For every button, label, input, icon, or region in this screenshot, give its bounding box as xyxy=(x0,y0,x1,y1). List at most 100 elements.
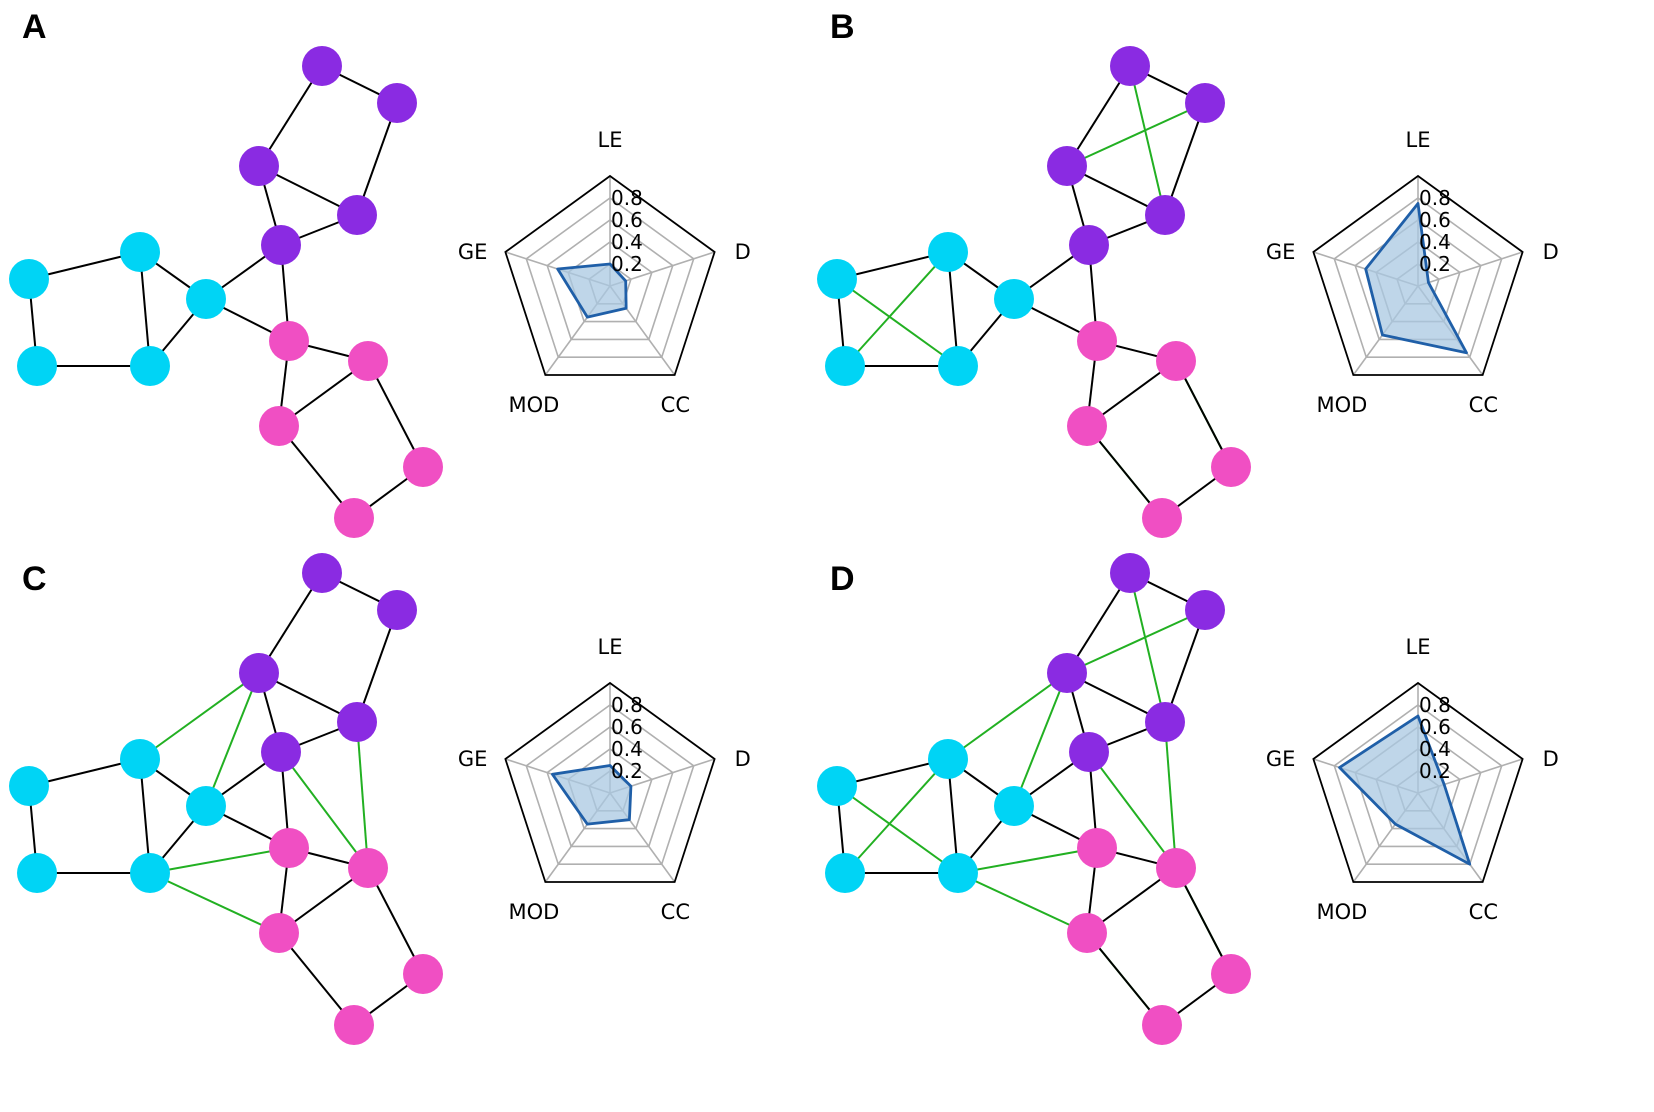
radar-series-b xyxy=(1364,202,1468,355)
radar-grid-ring xyxy=(525,197,695,358)
node-purple xyxy=(302,553,342,593)
panel-label-b: B xyxy=(830,8,855,46)
node-purple xyxy=(1069,225,1109,265)
node-cyan xyxy=(938,346,978,386)
node-purple xyxy=(1047,653,1087,693)
radar-axis-label-ge: GE xyxy=(458,747,488,771)
radar-spoke xyxy=(609,251,715,287)
radar-tick-label: 0.6 xyxy=(1419,208,1451,232)
node-cyan xyxy=(9,259,49,299)
node-purple xyxy=(1145,702,1185,742)
node-cyan xyxy=(938,853,978,893)
added-edge xyxy=(1129,65,1166,216)
radar-axis-label-mod: MOD xyxy=(509,393,560,417)
panel-label-a: A xyxy=(22,8,47,46)
added-edge xyxy=(1088,751,1177,869)
node-purple xyxy=(1047,146,1087,186)
radar-axis-label-mod: MOD xyxy=(1317,393,1368,417)
node-pink xyxy=(1156,341,1196,381)
node-pink xyxy=(334,1005,374,1045)
node-pink xyxy=(269,828,309,868)
added-edge xyxy=(149,872,280,934)
node-pink xyxy=(1142,1005,1182,1045)
radar-axis-label-cc: CC xyxy=(661,900,690,924)
node-cyan xyxy=(817,766,857,806)
node-purple xyxy=(337,195,377,235)
radar-axis-label-le: LE xyxy=(598,128,623,152)
node-purple xyxy=(1110,46,1150,86)
radar-axis-label-le: LE xyxy=(1406,635,1431,659)
radar-frame xyxy=(1312,681,1524,883)
radar-tick-label: 0.2 xyxy=(611,759,643,783)
radar-tick-label: 0.4 xyxy=(611,737,643,761)
node-pink xyxy=(403,954,443,994)
radar-tick-label: 0.2 xyxy=(1419,759,1451,783)
radar-grid-ring xyxy=(525,704,695,865)
added-edge xyxy=(957,872,1088,934)
network-graph-a xyxy=(9,46,443,538)
radar-grid-ring xyxy=(546,726,674,848)
radar-series-c xyxy=(551,764,633,826)
radar-tick-label: 0.8 xyxy=(611,186,643,210)
added-edge xyxy=(1066,102,1206,167)
node-purple xyxy=(261,225,301,265)
radar-frame xyxy=(504,174,716,376)
node-cyan xyxy=(186,786,226,826)
added-edge xyxy=(844,758,949,874)
node-pink xyxy=(1067,406,1107,446)
radar-tick-label: 0.8 xyxy=(1419,186,1451,210)
node-cyan xyxy=(928,232,968,272)
node-purple xyxy=(377,83,417,123)
radar-grid-ring xyxy=(1333,197,1503,358)
node-purple xyxy=(337,702,377,742)
node-purple xyxy=(239,653,279,693)
panel-label-c: C xyxy=(22,560,47,598)
added-edge xyxy=(957,847,1098,874)
network-graph-b xyxy=(817,46,1251,538)
radar-axis-label-ge: GE xyxy=(458,240,488,264)
radar-axis-label-d: D xyxy=(1543,240,1559,264)
node-purple xyxy=(239,146,279,186)
node-pink xyxy=(1142,498,1182,538)
node-purple xyxy=(377,590,417,630)
radar-grid-ring xyxy=(546,219,674,341)
added-edge xyxy=(1129,572,1166,723)
node-purple xyxy=(1069,732,1109,772)
radar-frame xyxy=(504,681,716,883)
node-cyan xyxy=(130,853,170,893)
radar-axis-label-mod: MOD xyxy=(509,900,560,924)
node-pink xyxy=(1077,321,1117,361)
radar-axis-label-le: LE xyxy=(598,635,623,659)
added-edge xyxy=(149,847,290,874)
node-pink xyxy=(348,848,388,888)
node-pink xyxy=(1067,913,1107,953)
network-graph-c xyxy=(9,553,443,1045)
node-pink xyxy=(1211,954,1251,994)
node-cyan xyxy=(130,346,170,386)
radar-tick-label: 0.2 xyxy=(1419,252,1451,276)
node-pink xyxy=(259,913,299,953)
added-edge xyxy=(139,672,260,760)
radar-axis-label-cc: CC xyxy=(661,393,690,417)
radar-tick-label: 0.4 xyxy=(611,230,643,254)
node-cyan xyxy=(120,739,160,779)
radar-axis-label-d: D xyxy=(735,240,751,264)
radar-axis-label-d: D xyxy=(1543,747,1559,771)
node-cyan xyxy=(817,259,857,299)
node-pink xyxy=(348,341,388,381)
node-cyan xyxy=(994,279,1034,319)
radar-axis-label-ge: GE xyxy=(1266,747,1296,771)
radar-axis-label-mod: MOD xyxy=(1317,900,1368,924)
radar-tick-label: 0.4 xyxy=(1419,737,1451,761)
radar-axis-label-cc: CC xyxy=(1469,900,1498,924)
node-pink xyxy=(403,447,443,487)
node-purple xyxy=(261,732,301,772)
network-graph-d xyxy=(817,553,1251,1045)
radar-axis-label-cc: CC xyxy=(1469,393,1498,417)
node-cyan xyxy=(928,739,968,779)
